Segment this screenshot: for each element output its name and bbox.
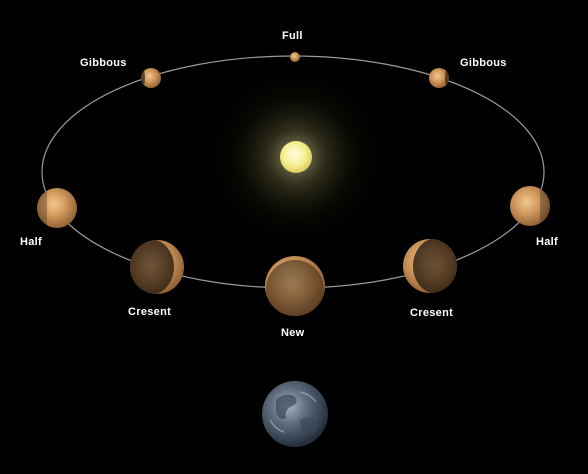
venus-shadow <box>266 260 324 316</box>
label-crescent-left: Cresent <box>128 306 172 318</box>
label-half-right: Half <box>536 236 558 248</box>
venus-full <box>290 52 300 62</box>
label-gibbous-right: Gibbous <box>460 57 507 69</box>
earth-cloud <box>299 391 317 403</box>
venus-half-right <box>510 186 550 226</box>
venus-shadow <box>141 68 145 88</box>
venus-planet-icon <box>37 188 77 228</box>
venus-half-left <box>37 188 77 228</box>
venus-planet-icon <box>429 68 449 88</box>
venus-shadow <box>37 188 47 228</box>
earth-landmass <box>300 417 319 434</box>
earth-cloud <box>269 419 285 433</box>
earth-landmass <box>276 394 297 420</box>
venus-new <box>265 256 325 316</box>
venus-shadow <box>130 240 174 294</box>
venus-crescent-left <box>130 240 184 294</box>
venus-planet-icon <box>290 52 300 62</box>
label-gibbous-left: Gibbous <box>80 57 127 69</box>
label-crescent-right: Cresent <box>410 307 454 319</box>
venus-planet-icon <box>510 186 550 226</box>
sun-icon <box>280 141 312 173</box>
venus-planet-icon <box>141 68 161 88</box>
earth-globe <box>262 381 328 447</box>
venus-gibbous-right <box>429 68 449 88</box>
label-half-left: Half <box>20 236 42 248</box>
venus-shadow <box>540 186 550 226</box>
venus-crescent-right <box>403 239 457 293</box>
earth-icon <box>262 381 328 447</box>
venus-gibbous-left <box>141 68 161 88</box>
venus-shadow <box>413 239 457 293</box>
venus-shadow <box>445 68 449 88</box>
label-full: Full <box>282 30 303 42</box>
label-new: New <box>281 327 305 339</box>
